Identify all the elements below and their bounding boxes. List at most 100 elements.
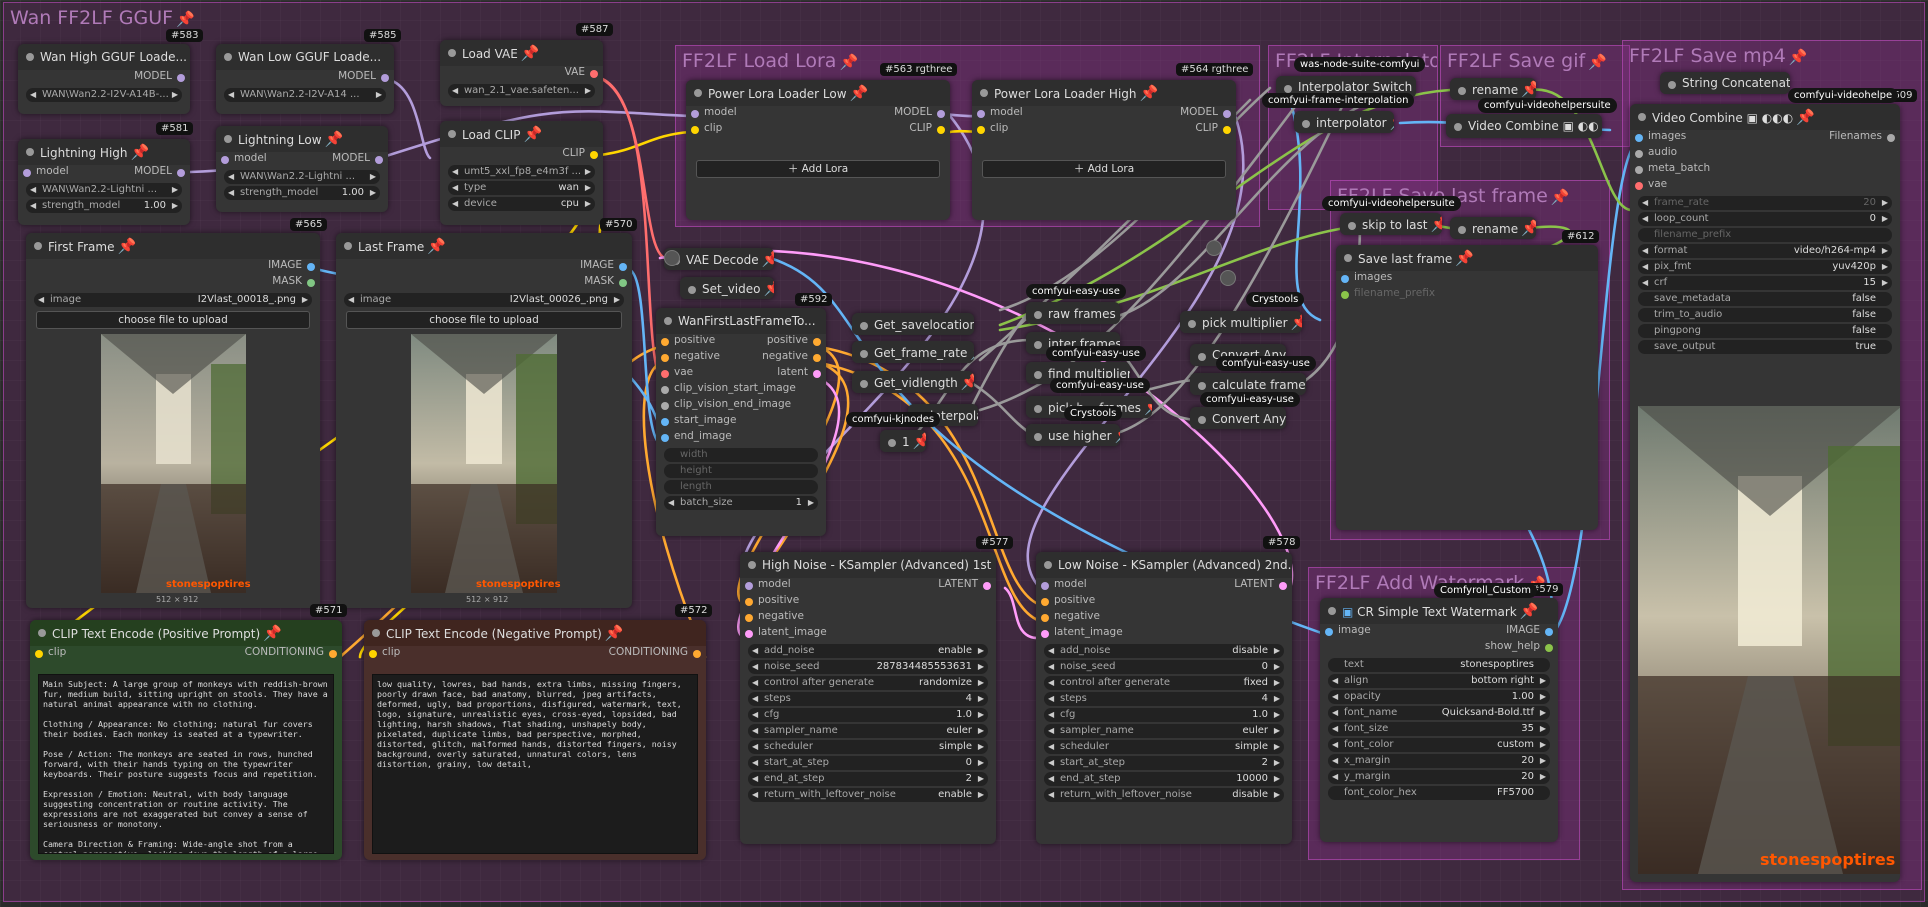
node-save-last-frame[interactable]: Save last frame📌 images filename_prefix <box>1336 245 1598 530</box>
pin-icon[interactable]: 📌 <box>970 343 974 361</box>
node-get-frame-rate[interactable]: Get_frame_rate📌 <box>852 341 974 363</box>
pin-icon[interactable]: 📌 <box>839 53 859 71</box>
length-widget[interactable]: length <box>664 480 818 494</box>
pin-icon[interactable]: 📌 <box>1788 48 1808 66</box>
reroute-node[interactable] <box>1206 240 1222 256</box>
node-constant-one[interactable]: 1📌 <box>880 430 926 452</box>
node-skip-to-last[interactable]: skip to last📌 <box>1340 213 1442 235</box>
input-port[interactable] <box>1635 182 1643 190</box>
output-port[interactable] <box>1545 644 1553 652</box>
node-interpolator[interactable]: interpolator📌 <box>1294 111 1394 133</box>
node-last-frame[interactable]: Last Frame📌 IMAGE MASK imageI2Vlast_0002… <box>336 233 632 608</box>
pin-icon[interactable]: 📌 <box>1144 398 1152 416</box>
input-port[interactable] <box>1041 630 1049 638</box>
output-port[interactable] <box>381 74 389 82</box>
output-port[interactable] <box>1279 582 1287 590</box>
node-video-combine-gif[interactable]: Video Combine ▣ ◐◐ <box>1446 114 1602 138</box>
width-widget[interactable]: width <box>664 448 818 462</box>
output-port[interactable] <box>1545 628 1553 636</box>
node-interpolator-switch[interactable]: Interpolator Switch <box>1276 76 1416 98</box>
prompt-textarea[interactable]: Main Subject: A large group of monkeys w… <box>38 674 334 854</box>
input-port[interactable] <box>1325 628 1333 636</box>
pin-icon[interactable]: 📌 <box>1588 53 1607 71</box>
node-get-savelocation[interactable]: Get_savelocation📌 <box>852 313 974 335</box>
node-vae-decode[interactable]: VAE Decode📌 <box>664 248 774 270</box>
reroute-node[interactable] <box>1220 270 1236 286</box>
output-port[interactable] <box>307 279 315 287</box>
pin-icon[interactable]: 📌 <box>763 279 774 297</box>
input-port[interactable] <box>1635 166 1643 174</box>
node-rename-last[interactable]: rename📌 <box>1450 217 1536 239</box>
node-ksampler-high[interactable]: High Noise - KSampler (Advanced) 1st pa.… <box>740 552 996 844</box>
input-port[interactable] <box>745 614 753 622</box>
output-port[interactable] <box>619 263 627 271</box>
input-port[interactable] <box>369 650 377 658</box>
pin-icon[interactable]: 📌 <box>1521 80 1536 98</box>
output-port[interactable] <box>937 126 945 134</box>
pin-icon[interactable]: 📌 <box>130 143 150 161</box>
pin-icon[interactable]: 📌 <box>1390 113 1394 131</box>
pin-icon[interactable]: 📌 <box>1519 602 1539 620</box>
node-ksampler-low[interactable]: Low Noise - KSampler (Advanced) 2nd... m… <box>1036 552 1292 844</box>
node-first-frame[interactable]: First Frame📌 IMAGE MASK imageI2Vlast_000… <box>26 233 320 608</box>
lora-name-combo[interactable]: WAN\Wan2.2-Lightni ... <box>224 170 380 184</box>
node-clip-text-negative[interactable]: CLIP Text Encode (Negative Prompt)📌 clip… <box>364 620 706 860</box>
pin-icon[interactable]: 📌 <box>1290 313 1302 331</box>
vae-name-combo[interactable]: wan_2.1_vae.safeten... <box>448 84 595 98</box>
output-port[interactable] <box>983 582 991 590</box>
node-use-higher[interactable]: use higher📌 <box>1026 424 1120 446</box>
output-port[interactable] <box>375 156 383 164</box>
output-port[interactable] <box>937 110 945 118</box>
input-port[interactable] <box>691 110 699 118</box>
reroute-node[interactable] <box>664 250 680 266</box>
output-port[interactable] <box>307 263 315 271</box>
input-port[interactable] <box>661 354 669 362</box>
pin-icon[interactable]: 📌 <box>427 237 446 255</box>
pin-icon[interactable]: 📌 <box>1115 426 1120 444</box>
node-string-concatenate[interactable]: String Concatenate <box>1660 72 1790 94</box>
output-port[interactable] <box>329 650 337 658</box>
unet-name-combo[interactable]: WAN\Wan2.2-I2V-A14 ... <box>224 88 386 102</box>
upload-button[interactable]: choose file to upload <box>346 311 622 329</box>
input-port[interactable] <box>745 582 753 590</box>
input-port[interactable] <box>977 126 985 134</box>
node-pick-multiplier[interactable]: pick multiplier📌 <box>1180 311 1302 333</box>
pin-icon[interactable]: 📌 <box>1139 84 1159 102</box>
input-port[interactable] <box>1635 134 1643 142</box>
node-clip-text-positive[interactable]: CLIP Text Encode (Positive Prompt)📌 clip… <box>30 620 342 860</box>
add-lora-button[interactable]: ＋ Add Lora <box>696 160 940 178</box>
pin-icon[interactable]: 📌 <box>761 250 774 268</box>
pin-icon[interactable]: 📌 <box>1521 219 1536 237</box>
input-port[interactable] <box>1041 582 1049 590</box>
node-calculate-frames[interactable]: calculate frames📌 <box>1190 373 1306 395</box>
output-port[interactable] <box>619 279 627 287</box>
node-get-vidlength[interactable]: Get_vidlength📌 <box>852 371 974 393</box>
input-port[interactable] <box>35 650 43 658</box>
